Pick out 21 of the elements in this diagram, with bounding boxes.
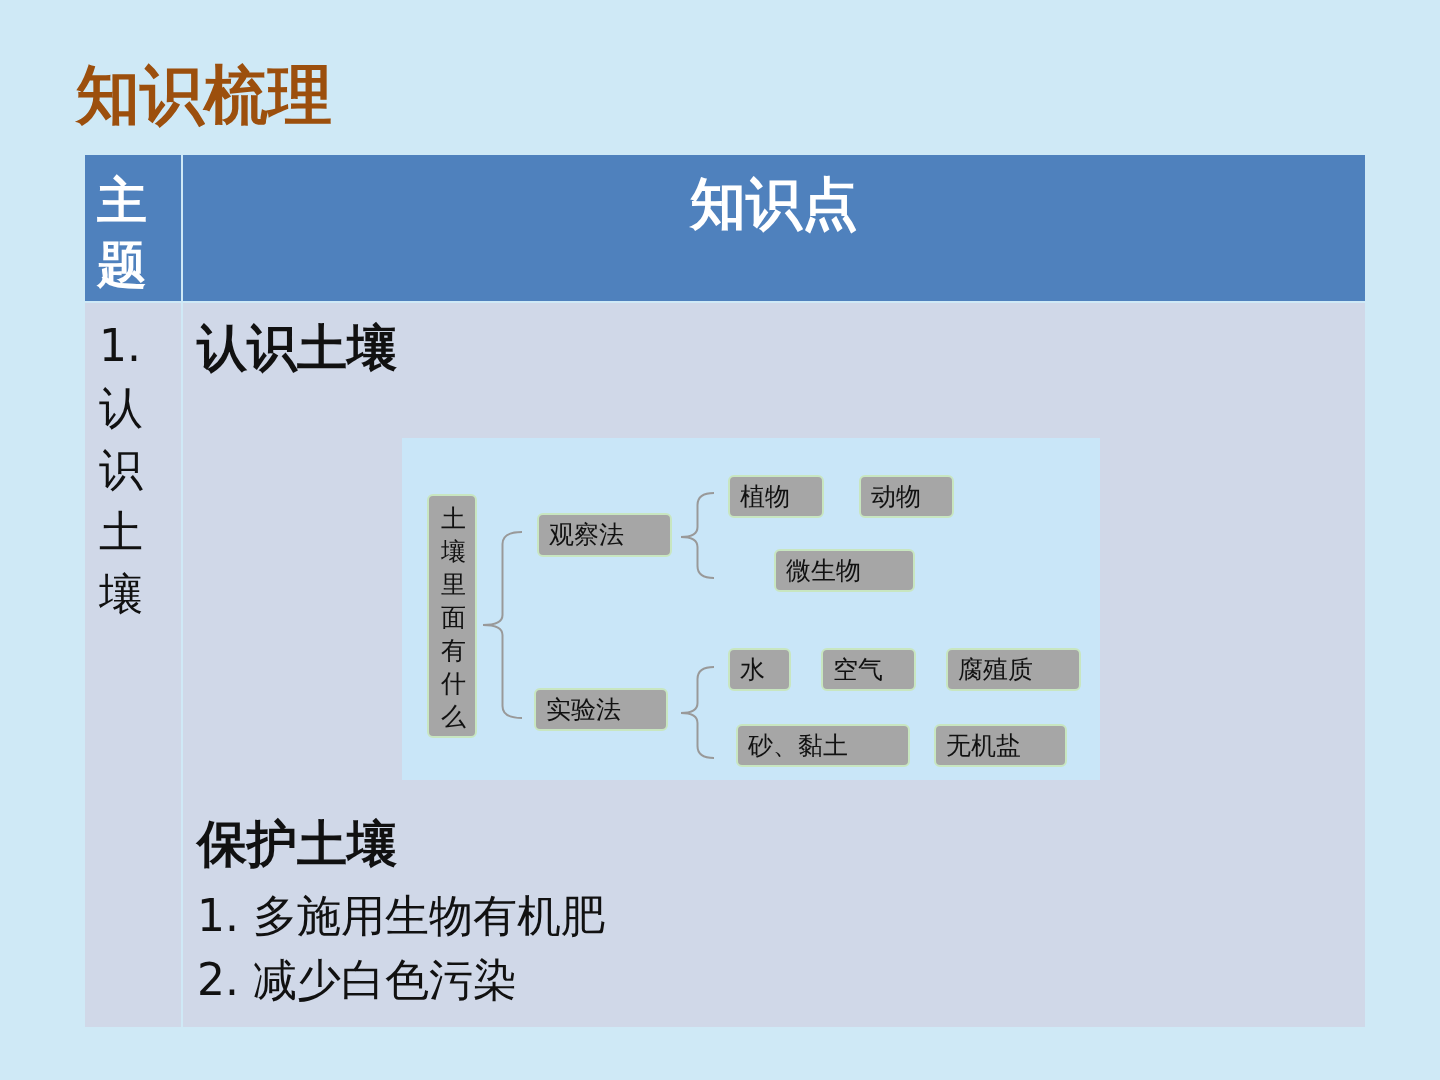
- concept-box: 微生物: [774, 549, 915, 592]
- list-item: 1. 多施用生物有机肥: [197, 889, 605, 943]
- table-cell: [183, 303, 1365, 1027]
- heading: 保护土壤: [197, 814, 397, 875]
- header-cell: 知识点: [183, 155, 1365, 301]
- concept-box: 土壤里面有什么: [427, 494, 477, 738]
- page-title: 知识梳理: [76, 57, 332, 134]
- list-item: 2. 减少白色污染: [197, 953, 517, 1007]
- concept-box: 腐殖质: [946, 648, 1081, 691]
- concept-box: 植物: [728, 475, 824, 518]
- concept-box: 实验法: [534, 688, 668, 731]
- concept-box: 观察法: [537, 513, 672, 557]
- heading: 认识土壤: [197, 318, 397, 379]
- concept-box: 砂、黏土: [736, 724, 910, 767]
- header-cell: 主题: [85, 155, 181, 301]
- concept-box: 空气: [821, 648, 916, 691]
- concept-box: 无机盐: [934, 724, 1067, 767]
- table-cell: 1.认识土壤: [85, 303, 181, 1027]
- concept-box: 水: [728, 648, 791, 691]
- concept-box: 动物: [859, 475, 954, 518]
- diagram-panel: [402, 438, 1100, 780]
